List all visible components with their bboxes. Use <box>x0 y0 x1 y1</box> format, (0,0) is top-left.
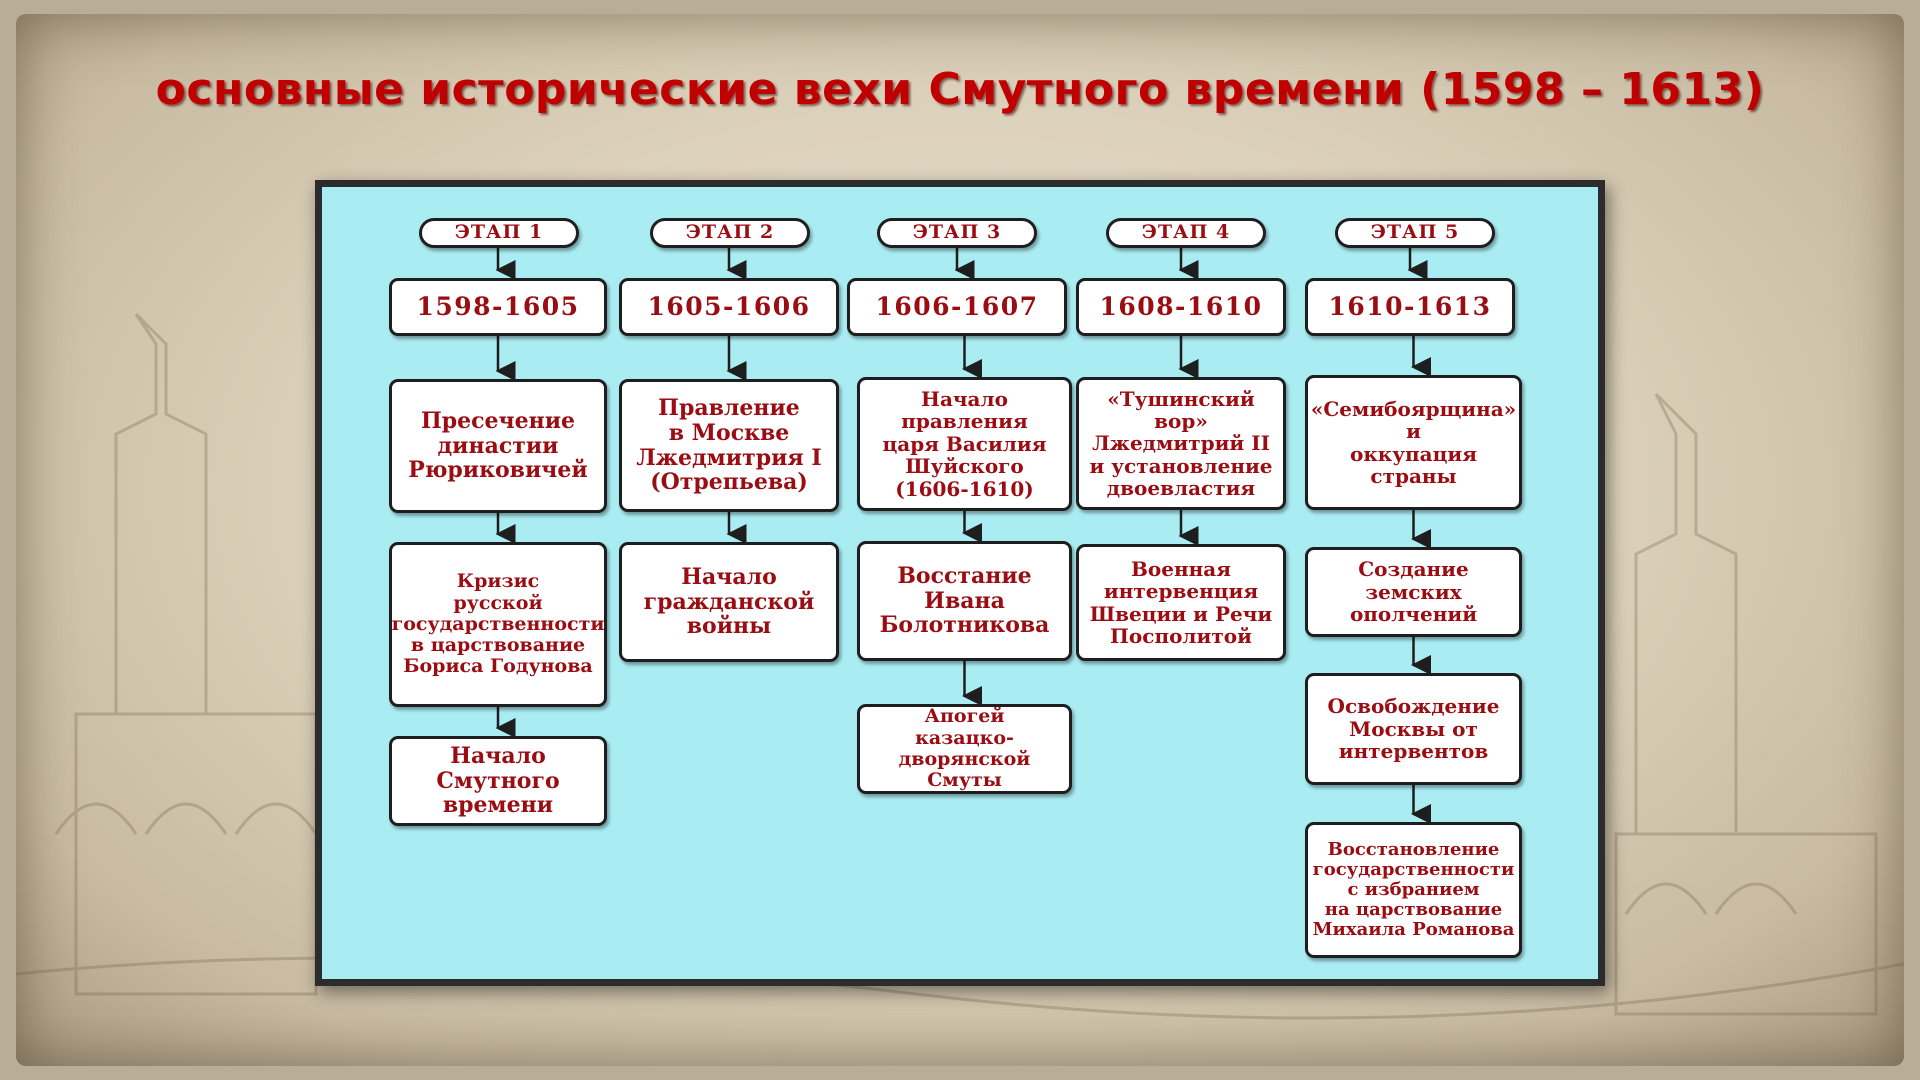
stage-2-event-2: Начало гражданской войны <box>619 542 839 662</box>
stage-4-event-1: «Тушинский вор» Лжедмитрий II и установл… <box>1076 377 1286 510</box>
stage-5-years: 1610-1613 <box>1305 278 1515 336</box>
stage-1-event-2: Кризис русской государственности в царст… <box>389 542 607 707</box>
stage-2-label: ЭТАП 2 <box>650 218 810 248</box>
stage-3-event-3: Апогей казацко-дворянской Смуты <box>857 704 1072 794</box>
stage-5-event-4: Восстановление государственности с избра… <box>1305 822 1522 958</box>
stage-1-event-1: Пресечение династии Рюриковичей <box>389 379 607 513</box>
stage-3-years: 1606-1607 <box>847 278 1067 336</box>
stage-1-event-3: Начало Смутного времени <box>389 736 607 826</box>
stage-1-years: 1598-1605 <box>389 278 607 336</box>
stage-5-label: ЭТАП 5 <box>1335 218 1495 248</box>
stage-2-event-1: Правление в Москве Лжедмитрия I (Отрепье… <box>619 379 839 512</box>
stage-4-years: 1608-1610 <box>1076 278 1286 336</box>
kremlin-sketch-background <box>16 312 1904 1020</box>
stage-2-years: 1605-1606 <box>619 278 839 336</box>
stage-1-label: ЭТАП 1 <box>419 218 579 248</box>
stage-5-event-1: «Семибоярщина» и оккупация страны <box>1305 375 1522 510</box>
stage-3-event-1: Начало правления царя Василия Шуйского (… <box>857 377 1072 511</box>
stage-4-label: ЭТАП 4 <box>1106 218 1266 248</box>
connector-layer <box>495 248 1431 824</box>
stage-3-label: ЭТАП 3 <box>877 218 1037 248</box>
stage-3-event-2: Восстание Ивана Болотникова <box>857 541 1072 661</box>
diagram-panel: ЭТАП 1 1598-1605 Пресечение династии Рюр… <box>315 180 1605 986</box>
page-title: основные исторические вехи Смутного врем… <box>155 64 1765 115</box>
stage-5-event-3: Освобождение Москвы от интервентов <box>1305 673 1522 785</box>
stage-4-event-2: Военная интервенция Швеции и Речи Поспол… <box>1076 544 1286 661</box>
stage-5-event-2: Создание земских ополчений <box>1305 547 1522 637</box>
